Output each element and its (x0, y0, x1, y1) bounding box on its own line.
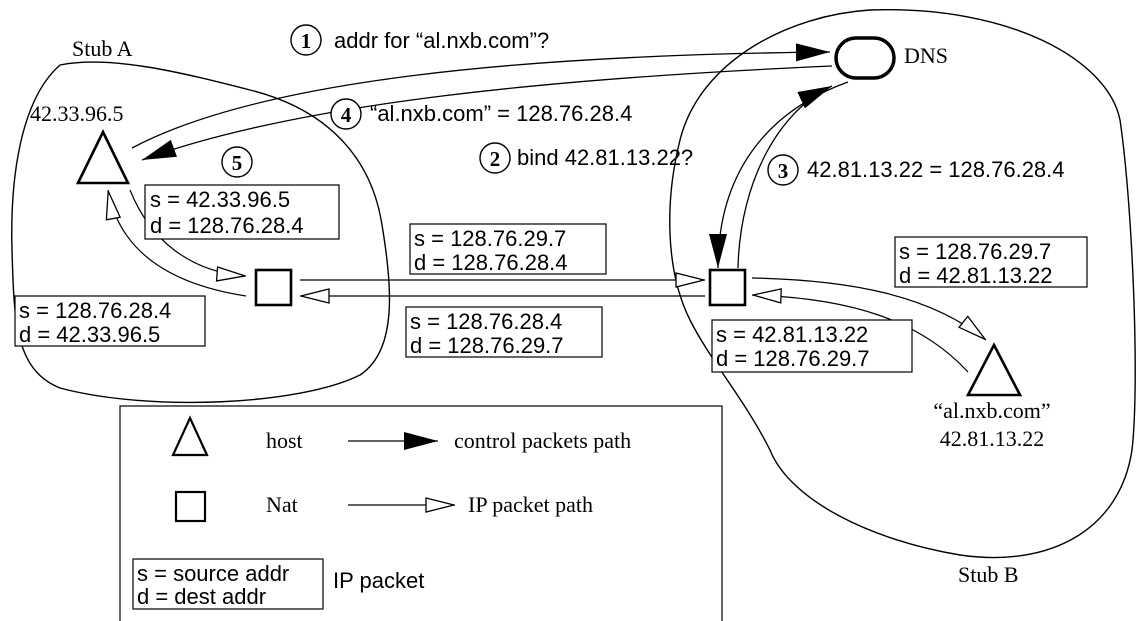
host-b-address: 42.81.13.22 (940, 426, 1045, 451)
packet-nat-a-to-host-a: s = 128.76.28.4 d = 42.33.96.5 (14, 295, 206, 347)
nat-b-box (708, 268, 747, 307)
legend-nat-icon (174, 490, 207, 523)
step-4-number: 4 (341, 103, 352, 127)
legend-host-icon (171, 415, 209, 457)
stub-a-label: Stub A (72, 36, 133, 61)
step-1-number: 1 (301, 29, 312, 53)
stub-a-region (11, 61, 391, 404)
legend-control-label: control packets path (454, 428, 631, 453)
step-4-annotation: 4 “al.nxb.com” = 128.76.28.4 (330, 98, 632, 130)
control-path-3 (709, 81, 849, 269)
step-2-text: bind 42.81.13.22? (517, 145, 693, 170)
legend-ip-packet-label: IP packet (333, 568, 424, 593)
ip-path-host-a-to-nat-a (129, 189, 247, 282)
step-5-annotation: 5 (221, 146, 253, 178)
step-4-text: “al.nxb.com” = 128.76.28.4 (370, 101, 632, 126)
control-path-1 (131, 43, 831, 149)
packet-dest: d = 42.81.13.22 (899, 263, 1053, 288)
packet-source: s = 42.81.13.22 (716, 322, 868, 347)
ip-path-host-b-to-nat-b (751, 288, 969, 373)
step-1-annotation: 1 addr for “al.nxb.com”? (290, 24, 549, 56)
packet-between-nats-return: s = 128.76.28.4 d = 128.76.29.7 (405, 306, 603, 358)
dns-server (834, 36, 896, 80)
packet-source: s = 128.76.28.4 (410, 309, 562, 334)
stub-b-region (669, 9, 1136, 559)
packet-source: s = 128.76.29.7 (899, 239, 1051, 264)
packet-nat-b-to-host-b: s = 128.76.29.7 d = 42.81.13.22 (894, 236, 1088, 288)
step-1-text: addr for “al.nxb.com”? (334, 28, 549, 53)
packet-source: s = 42.33.96.5 (150, 187, 290, 212)
host-a-triangle (75, 129, 131, 185)
stub-b-label: Stub B (958, 562, 1019, 587)
packet-source: s = 128.76.29.7 (414, 226, 566, 251)
legend-nat-label: Nat (266, 492, 298, 517)
control-path-4 (141, 65, 833, 161)
packet-between-nats-forward: s = 128.76.29.7 d = 128.76.28.4 (409, 223, 607, 275)
legend-dest-text: d = dest addr (137, 584, 266, 609)
step-2-annotation: 2 bind 42.81.13.22? (479, 142, 693, 174)
packet-dest: d = 42.33.96.5 (19, 322, 160, 347)
host-a-address: 42.33.96.5 (30, 101, 124, 126)
ip-path-nat-a-to-host-a (105, 189, 247, 297)
step-3-annotation: 3 42.81.13.22 = 128.76.28.4 (767, 154, 1065, 186)
step-2-number: 2 (490, 147, 501, 171)
legend-source-text: s = source addr (137, 561, 289, 586)
packet-dest: d = 128.76.29.7 (716, 346, 870, 371)
dns-label: DNS (904, 43, 948, 68)
step-3-number: 3 (778, 159, 789, 183)
host-b-name: “al.nxb.com” (933, 398, 1050, 423)
step-3-text: 42.81.13.22 = 128.76.28.4 (807, 157, 1065, 182)
legend-packet-box (132, 558, 324, 610)
ip-path-nat-b-to-host-b (751, 277, 987, 341)
host-b-triangle (965, 342, 1023, 397)
legend-ip-label: IP packet path (468, 492, 593, 517)
packet-dest: d = 128.76.28.4 (150, 213, 304, 238)
packet-dest: d = 128.76.29.7 (410, 333, 564, 358)
packet-host-b-outbound: s = 42.81.13.22 d = 128.76.29.7 (711, 319, 913, 373)
nat-a-box (254, 268, 293, 307)
packet-host-a-outbound: s = 42.33.96.5 d = 128.76.28.4 (144, 184, 340, 240)
legend: host control packets path Nat IP packet … (119, 405, 723, 621)
packet-dest: d = 128.76.28.4 (414, 250, 568, 275)
packet-source: s = 128.76.28.4 (19, 298, 171, 323)
step-5-number: 5 (232, 151, 243, 175)
legend-host-label: host (266, 428, 303, 453)
